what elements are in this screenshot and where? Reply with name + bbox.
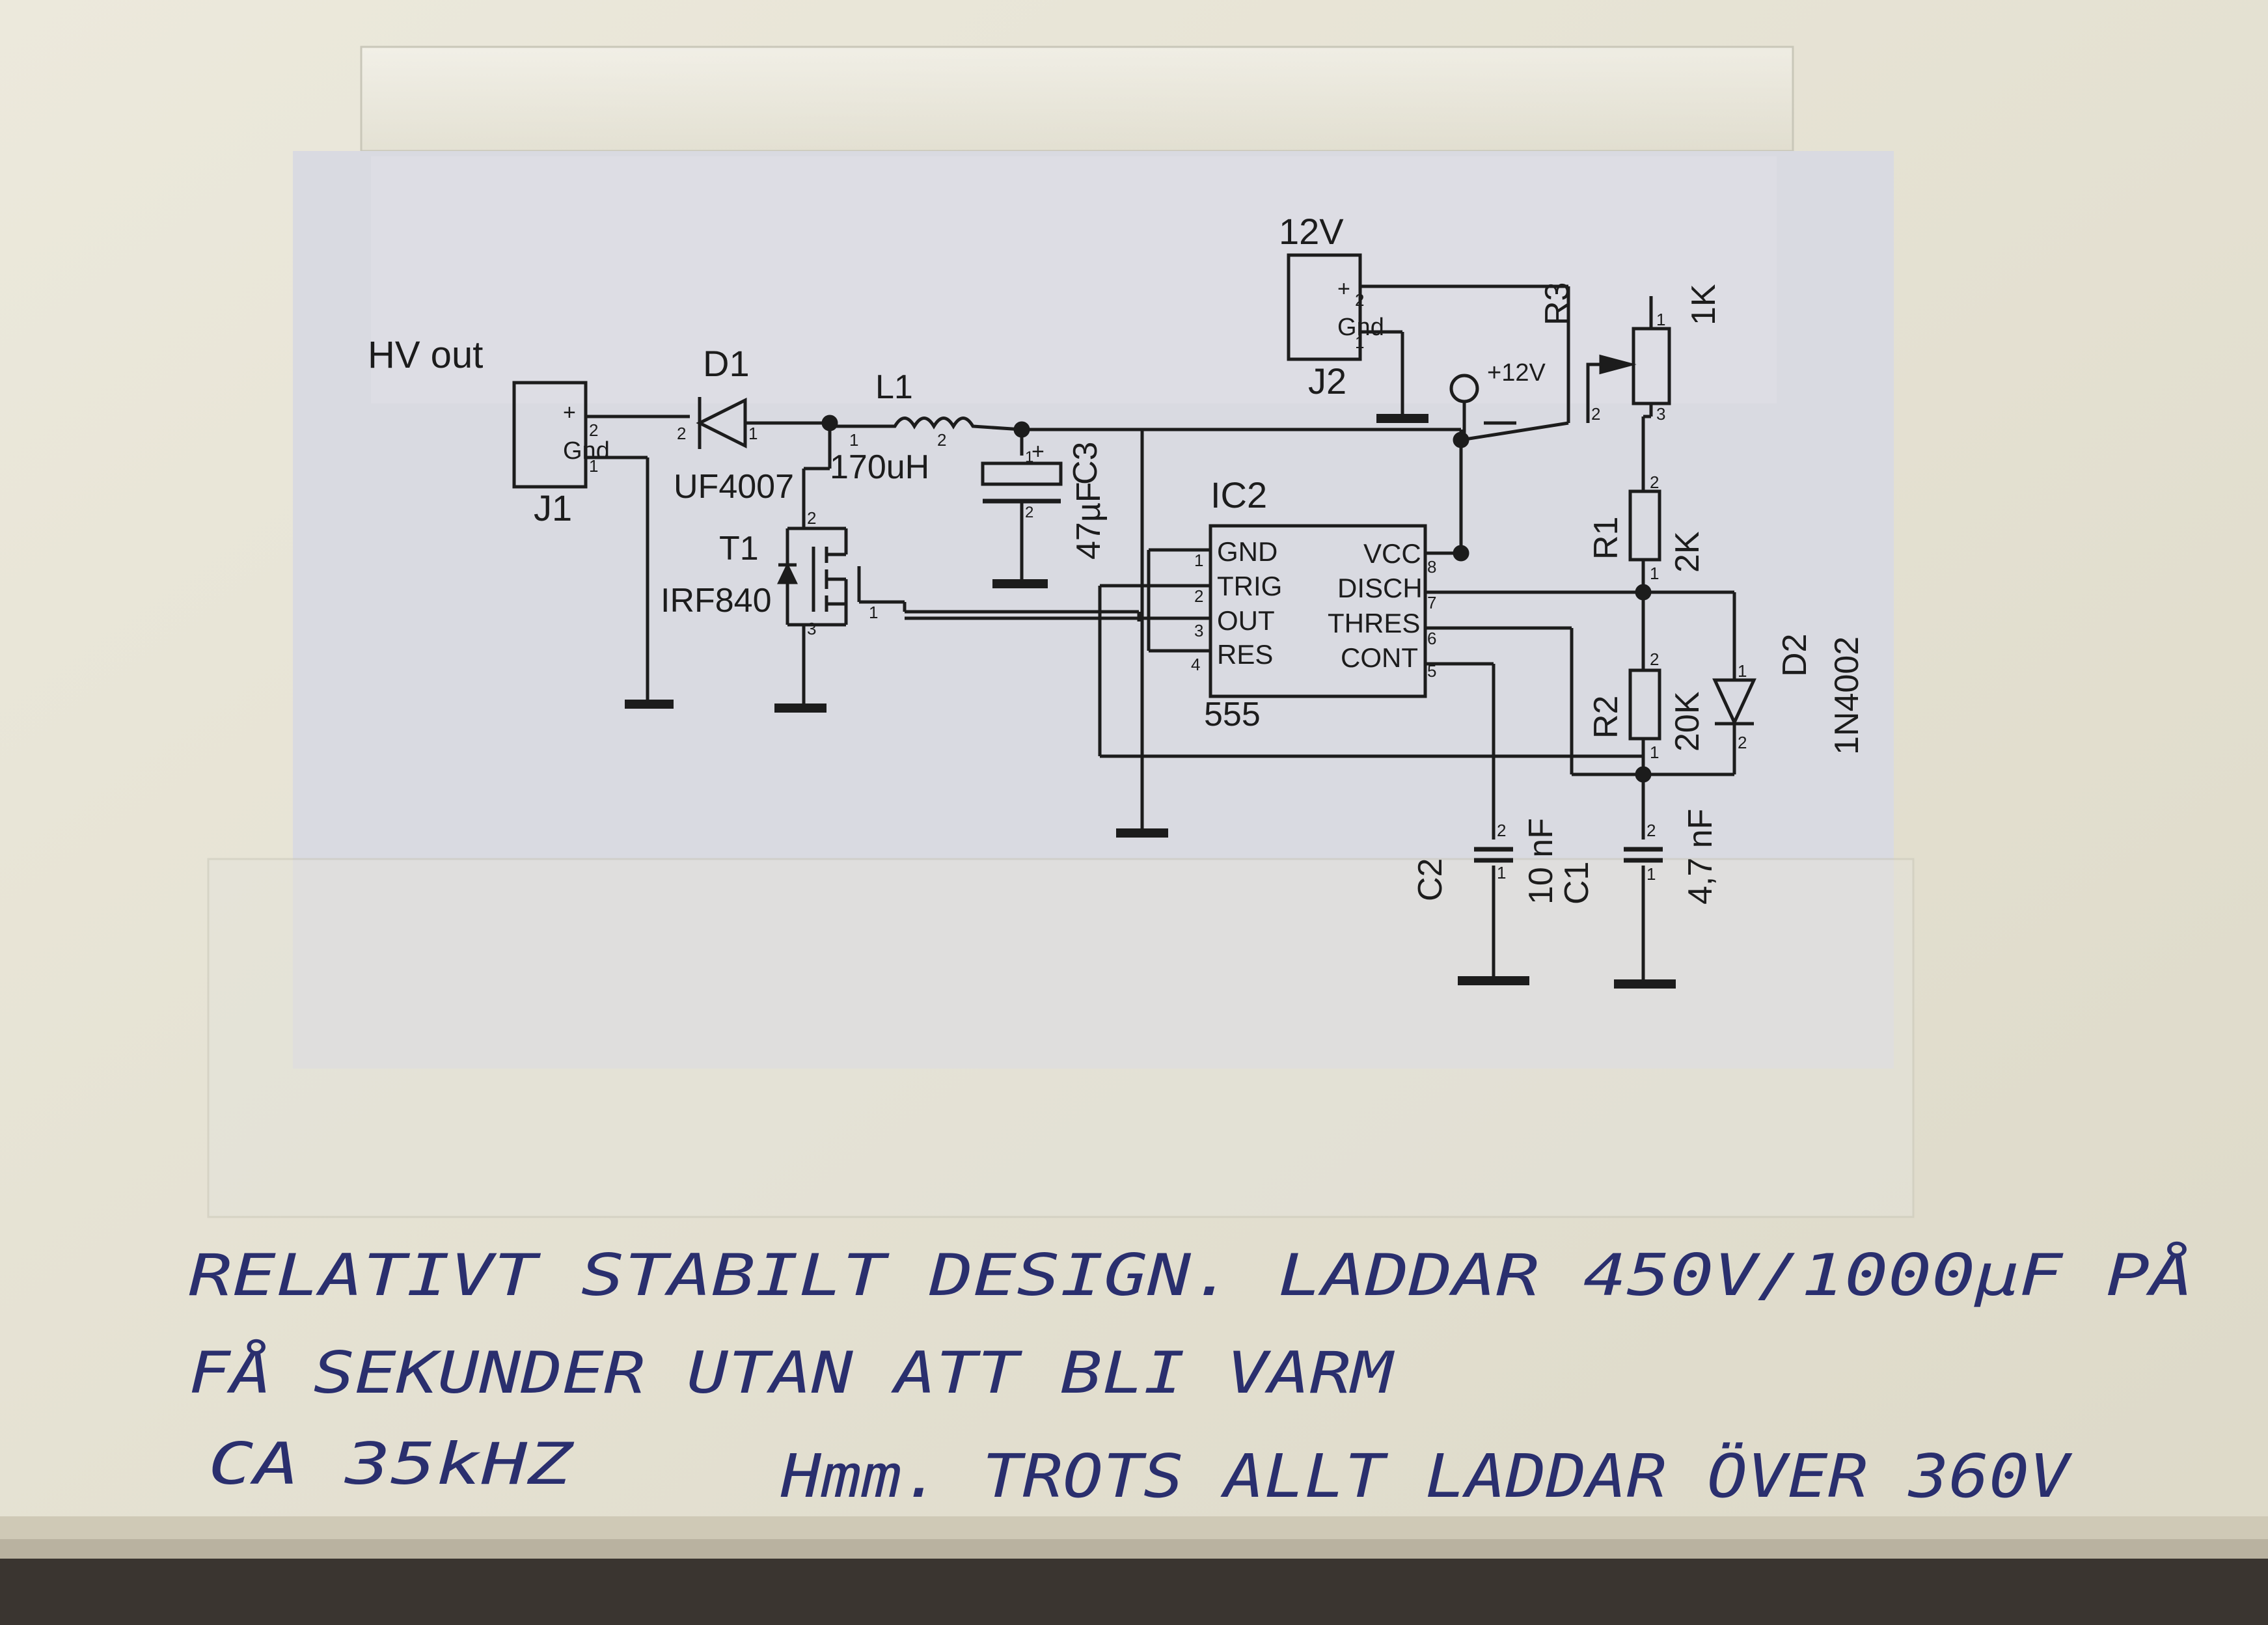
ic2-lpin-3-num: 3 (1194, 621, 1203, 640)
c1-value: 4,7 nF (1682, 809, 1719, 905)
r3-ref: R3 (1538, 282, 1576, 325)
d1-pin2: 2 (677, 424, 686, 443)
c2-ref: C2 (1412, 858, 1449, 901)
c2-pin1: 1 (1497, 863, 1506, 882)
schematic-labels: HV out + Gnd 2 1 J1 D1 2 1 UF4007 L1 1 2… (368, 211, 1866, 905)
t1-ref: T1 (719, 530, 759, 567)
c3-pin2: 2 (1025, 504, 1033, 521)
r1-value: 2K (1669, 531, 1706, 573)
ic2-rpin-7-num: 7 (1427, 593, 1436, 612)
c3-pin1: 1 (1025, 448, 1033, 466)
c3-ref: C3 (1067, 442, 1104, 485)
d1-pin1: 1 (748, 424, 758, 443)
l1-value: 170uH (830, 448, 929, 486)
c2-pin2: 2 (1497, 821, 1506, 840)
ic2-rpin-7-name: DISCH (1337, 573, 1423, 603)
r3-pin1: 1 (1656, 310, 1665, 329)
ic2-lpin-2-num: 2 (1194, 586, 1203, 606)
tape-bottom (207, 858, 1915, 1218)
ic2-rpin-6-name: THRES (1328, 608, 1420, 638)
d2-ref: D2 (1776, 634, 1814, 677)
r1-pin1: 1 (1650, 564, 1659, 583)
supply-label: +12V (1487, 359, 1546, 387)
c2-value: 10 nF (1522, 818, 1560, 905)
note-line-3: CA 35kHZ (208, 1430, 575, 1497)
c1-pin2: 2 (1646, 821, 1656, 840)
r2-value: 20K (1669, 691, 1706, 752)
t1-pin1: 1 (869, 603, 878, 622)
r1-ref: R1 (1587, 517, 1625, 560)
ic2-lpin-2-name: TRIG (1217, 571, 1282, 601)
d1-ref: D1 (703, 343, 750, 384)
tape-top (360, 46, 1794, 152)
j1-pin2: 2 (589, 420, 598, 440)
d2-value: 1N4002 (1828, 636, 1866, 755)
c3-plus: + (1032, 439, 1045, 464)
r2-pin2: 2 (1650, 649, 1659, 669)
c1-pin1: 1 (1646, 864, 1656, 884)
ic2-rpin-5-num: 5 (1427, 661, 1436, 681)
note-line-1: RELATIVT STABILT DESIGN. LADDAR 450V/100… (189, 1242, 2193, 1309)
r2-pin1: 1 (1650, 743, 1659, 762)
j2-pin2: 2 (1355, 290, 1364, 310)
hv-out-label: HV out (368, 334, 483, 376)
r1-pin2: 2 (1650, 472, 1659, 492)
schematic-wires (512, 253, 1756, 989)
r2-ref: R2 (1587, 696, 1625, 739)
ic2-lpin-1-name: GND (1217, 536, 1277, 567)
ic2-lpin-3-name: OUT (1217, 605, 1275, 636)
j1-box (512, 381, 588, 489)
j1-plus: + (563, 400, 576, 425)
ic2-lpin-4-num: 4 (1191, 655, 1200, 674)
ic2-lpin-1-num: 1 (1194, 551, 1203, 570)
r3-pin3: 3 (1656, 404, 1665, 424)
j1-gnd: Gnd (563, 437, 610, 465)
schematic-paper-inner (371, 156, 1777, 403)
j2-voltage: 12V (1279, 211, 1344, 252)
d2-pin1: 1 (1738, 661, 1747, 681)
c1-ref: C1 (1558, 862, 1596, 905)
d2-diode (1712, 678, 1756, 726)
l1-pin1: 1 (849, 430, 858, 450)
c3-value: 47µF (1070, 482, 1108, 560)
page-lower-sheet-2 (0, 1539, 2268, 1559)
ic2-body (1209, 524, 1427, 698)
ic2-rpin-8-num: 8 (1427, 557, 1436, 577)
ic2-rpin-8-name: VCC (1363, 538, 1421, 569)
j2-ref: J2 (1308, 361, 1346, 402)
j2-gnd: Gnd (1337, 314, 1384, 341)
j2-box (1287, 253, 1362, 361)
l1-ref: L1 (875, 368, 913, 406)
page-lower-sheet (0, 1516, 2268, 1542)
l1-pin2: 2 (937, 430, 946, 450)
handwritten-notes: RELATIVT STABILT DESIGN. LADDAR 450V/100… (189, 1242, 2193, 1511)
ic2-ref: IC2 (1210, 474, 1267, 515)
ic2-rpin-6-num: 6 (1427, 629, 1436, 648)
ic2-lpin-4-name: RES (1217, 639, 1273, 670)
c3-body (981, 461, 1063, 486)
r3-pin2: 2 (1591, 404, 1600, 424)
j1-ref: J1 (534, 487, 572, 528)
t1-pin2: 2 (807, 508, 816, 528)
r3-value: 1K (1685, 284, 1723, 325)
d2-pin2: 2 (1738, 733, 1747, 752)
j1-pin1: 1 (589, 456, 598, 476)
j2-plus: + (1337, 277, 1350, 301)
t1-value: IRF840 (661, 582, 772, 620)
l1-coil (830, 416, 1022, 431)
note-line-2: FÅ SEKUNDER UTAN ATT BLI VARM (189, 1339, 1395, 1406)
j2-pin1: 1 (1355, 333, 1364, 352)
d1-value: UF4007 (674, 468, 794, 506)
ic2-rpin-5-name: CONT (1341, 642, 1418, 673)
t1-pin3: 3 (807, 619, 816, 638)
ic2-value: 555 (1204, 696, 1261, 733)
note-line-4: Hmm. TROTS ALLT LADDAR ÖVER 360V (780, 1441, 2073, 1511)
